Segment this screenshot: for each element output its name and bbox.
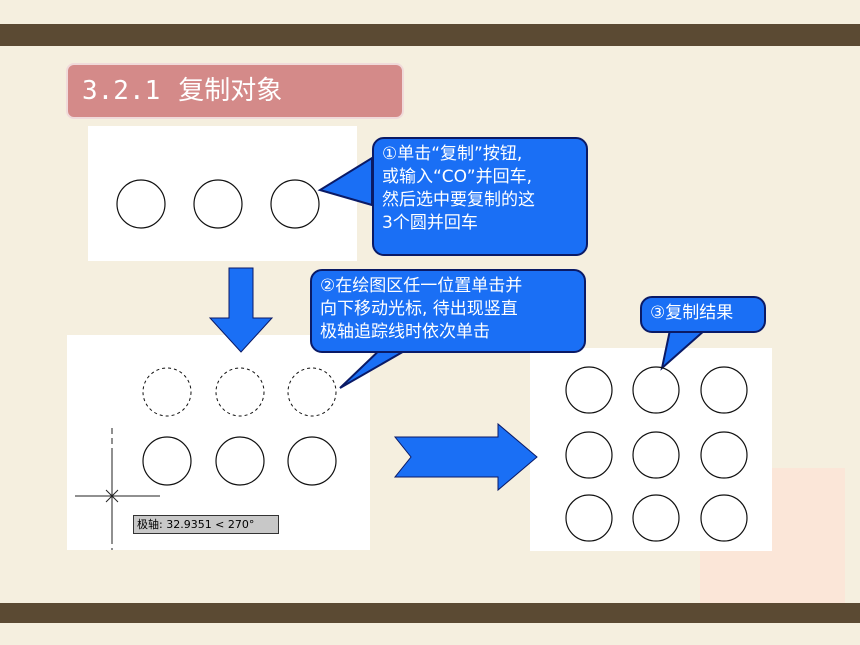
callout-step1-line3: 然后选中要复制的这 xyxy=(382,190,535,210)
polar-tooltip-text: 极轴: 32.9351 < 270° xyxy=(137,518,255,531)
callout-step3-text: ③复制结果 xyxy=(650,303,734,323)
crosshair-cursor-icon xyxy=(75,450,160,542)
panel-copy-result xyxy=(530,348,772,551)
callout-step2-line1: ②在绘图区任一位置单击并 xyxy=(320,276,523,296)
result-circle-8 xyxy=(632,494,680,542)
section-title: 3.2.1 复制对象 xyxy=(66,63,404,119)
callout3-tail xyxy=(660,329,708,371)
callout-step2-line2: 向下移动光标, 待出现竖直 xyxy=(320,299,518,319)
callout-step1: ①单击“复制”按钮, 或输入“CO”并回车, 然后选中要复制的这 3个圆并回车 xyxy=(372,137,588,256)
panel-copy-process xyxy=(67,335,370,550)
preview-circle-2 xyxy=(215,367,265,417)
copied-circle-1 xyxy=(142,436,192,486)
callout-step2-line3: 极轴追踪线时依次单击 xyxy=(320,322,490,342)
preview-circle-1 xyxy=(142,367,192,417)
copied-circle-3 xyxy=(287,436,337,486)
bottom-decor-bar xyxy=(0,603,860,623)
preview-circle-3 xyxy=(287,367,337,417)
result-circle-1 xyxy=(565,366,613,414)
original-circle-3 xyxy=(270,179,320,229)
result-circle-6 xyxy=(700,431,748,479)
result-circle-5 xyxy=(632,431,680,479)
top-decor-bar xyxy=(0,24,860,46)
result-circle-2 xyxy=(632,366,680,414)
panel-original-circles xyxy=(88,126,357,261)
callout-step1-line2: 或输入“CO”并回车, xyxy=(382,167,532,187)
callout-step3: ③复制结果 xyxy=(640,296,766,333)
callout-step1-line4: 3个圆并回车 xyxy=(382,213,478,233)
result-circle-3 xyxy=(700,366,748,414)
callout1-tail xyxy=(317,156,373,207)
result-circle-9 xyxy=(700,494,748,542)
down-arrow xyxy=(208,267,274,353)
original-circle-2 xyxy=(193,179,243,229)
polar-tooltip: 极轴: 32.9351 < 270° xyxy=(133,515,279,534)
section-name: 复制对象 xyxy=(178,76,283,106)
result-circle-7 xyxy=(565,494,613,542)
copied-circle-2 xyxy=(215,436,265,486)
callout-step2: ②在绘图区任一位置单击并 向下移动光标, 待出现竖直 极轴追踪线时依次单击 xyxy=(310,269,586,353)
callout-step1-line1: ①单击“复制”按钮, xyxy=(382,144,523,164)
result-circle-4 xyxy=(565,431,613,479)
right-arrow xyxy=(393,422,538,492)
original-circle-1 xyxy=(116,179,166,229)
section-number: 3.2.1 xyxy=(82,76,161,106)
